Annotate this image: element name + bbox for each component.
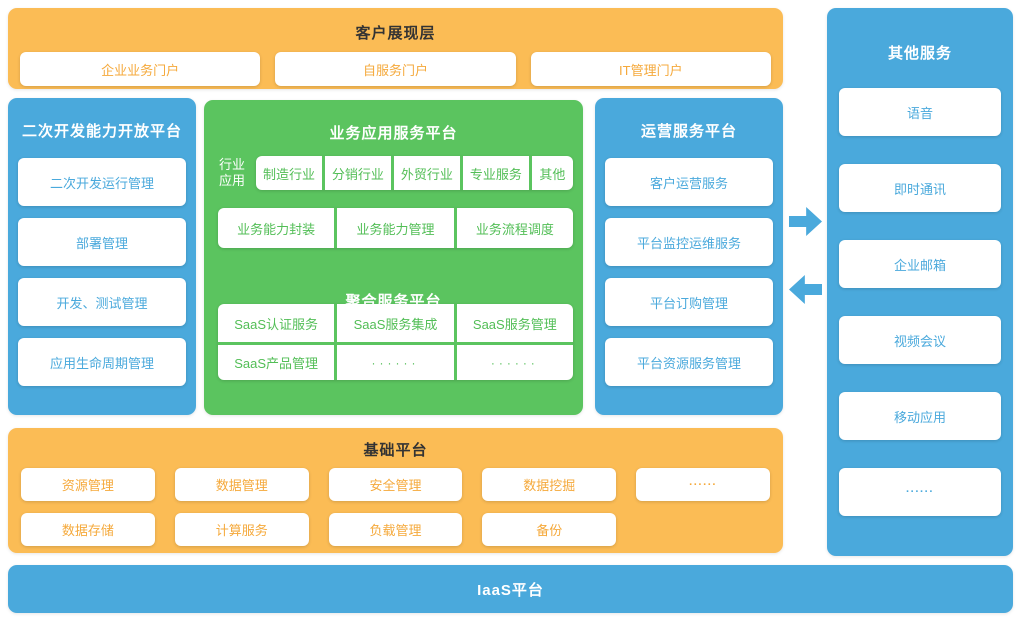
iaas-title: IaaS平台 (477, 581, 544, 599)
saas-ellipsis-box: ······ (334, 342, 454, 380)
operations-box-ordering: 平台订购管理 (605, 278, 773, 326)
base-box-data-storage: 数据存储 (21, 513, 155, 546)
other-service-box-voice: 语音 (839, 88, 1001, 136)
saas-auth-box: SaaS认证服务 (234, 316, 319, 332)
business-platform-panel: 业务应用服务平台 行业应用 制造行业 分销行业 外贸行业 专业服务 其他 业务能… (204, 100, 583, 415)
operations-box-resources: 平台资源服务管理 (605, 338, 773, 386)
industry-box-foreign-trade: 外贸行业 (390, 156, 460, 190)
portal-box-enterprise: 企业业务门户 (20, 52, 261, 86)
base-box-load-mgmt: 负载管理 (328, 513, 463, 546)
portal-box-it: IT管理门户 (530, 52, 771, 86)
dev-platform-panel: 二次开发能力开放平台 二次开发运行管理 部署管理 开发、测试管理 应用生命周期管… (8, 98, 196, 415)
operations-box-customer: 客户运营服务 (605, 158, 773, 206)
portal-box-selfservice: 自服务门户 (275, 52, 516, 86)
aggregation-grid-row: SaaS产品管理 ······ ······ (218, 342, 573, 380)
base-ellipsis-box: ······ (636, 468, 770, 501)
operations-platform-panel: 运营服务平台 客户运营服务 平台监控运维服务 平台订购管理 平台资源服务管理 (595, 98, 783, 415)
other-services-list: 语音 即时通讯 企业邮箱 视频会议 移动应用 ······ (827, 88, 1013, 516)
industry-box-distribution: 分销行业 (321, 156, 391, 190)
operations-list: 客户运营服务 平台监控运维服务 平台订购管理 平台资源服务管理 (595, 158, 783, 386)
saas-integration-box: SaaS服务集成 (334, 304, 453, 342)
arrow-right-icon (789, 207, 822, 236)
other-service-box-video: 视频会议 (839, 316, 1001, 364)
capability-row: 业务能力封装 业务能力管理 业务流程调度 (218, 208, 573, 248)
base-platform-title: 基础平台 (363, 442, 428, 459)
other-service-box-email: 企业邮箱 (839, 240, 1001, 288)
base-platform-panel: 基础平台 资源管理 数据管理 安全管理 数据挖掘 ······ 数据存储 计算服… (8, 428, 783, 553)
industry-row: 行业应用 制造行业 分销行业 外贸行业 专业服务 其他 (217, 156, 573, 190)
industry-box-professional: 专业服务 (459, 156, 529, 190)
dev-platform-list: 二次开发运行管理 部署管理 开发、测试管理 应用生命周期管理 (8, 158, 196, 386)
portal-row: 企业业务门户 自服务门户 IT管理门户 (20, 52, 771, 86)
industry-box-other: 其他 (528, 156, 573, 190)
base-box-resource-mgmt: 资源管理 (21, 468, 155, 501)
capability-box-encapsulation: 业务能力封装 (237, 221, 316, 237)
other-services-panel: 其他服务 语音 即时通讯 企业邮箱 视频会议 移动应用 ······ (827, 8, 1013, 556)
dev-platform-box: 二次开发运行管理 (18, 158, 186, 206)
base-platform-row: 资源管理 数据管理 安全管理 数据挖掘 ······ (21, 468, 770, 501)
aggregation-grid: SaaS认证服务 SaaS服务集成 SaaS服务管理 SaaS产品管理 ····… (218, 304, 573, 380)
base-box-data-mgmt: 数据管理 (174, 468, 309, 501)
industry-box-manufacturing: 制造行业 (262, 166, 315, 182)
base-box-data-mining: 数据挖掘 (482, 468, 617, 501)
operations-platform-title: 运营服务平台 (640, 123, 737, 140)
other-services-title: 其他服务 (887, 45, 952, 62)
base-box-security-mgmt: 安全管理 (328, 468, 463, 501)
other-service-box-im: 即时通讯 (839, 164, 1001, 212)
dev-platform-title: 二次开发能力开放平台 (21, 123, 182, 140)
capability-box-scheduling: 业务流程调度 (453, 208, 573, 248)
dev-platform-box: 应用生命周期管理 (18, 338, 186, 386)
iaas-banner: IaaS平台 (8, 565, 1013, 613)
dev-platform-box: 开发、测试管理 (18, 278, 186, 326)
industry-apps-label: 行业应用 (218, 157, 245, 188)
presentation-layer-title: 客户展现层 (355, 25, 436, 42)
saas-ellipsis-box: ······ (453, 342, 573, 380)
capability-box-management: 业务能力管理 (334, 208, 453, 248)
base-box-compute: 计算服务 (174, 513, 309, 546)
aggregation-grid-row: SaaS认证服务 SaaS服务集成 SaaS服务管理 (218, 304, 573, 342)
business-platform-title: 业务应用服务平台 (329, 125, 458, 142)
base-box-backup: 备份 (482, 513, 617, 546)
operations-box-monitoring: 平台监控运维服务 (605, 218, 773, 266)
saas-service-mgmt-box: SaaS服务管理 (453, 304, 573, 342)
arrow-left-icon (789, 275, 822, 304)
industry-boxes: 制造行业 分销行业 外贸行业 专业服务 其他 (256, 156, 573, 190)
saas-product-mgmt-box: SaaS产品管理 (218, 342, 335, 380)
presentation-layer-panel: 客户展现层 企业业务门户 自服务门户 IT管理门户 (8, 8, 783, 89)
base-platform-row: 数据存储 计算服务 负载管理 备份 (21, 513, 770, 546)
other-service-box-mobile: 移动应用 (839, 392, 1001, 440)
other-service-ellipsis-box: ······ (839, 468, 1001, 516)
dev-platform-box: 部署管理 (18, 218, 186, 266)
